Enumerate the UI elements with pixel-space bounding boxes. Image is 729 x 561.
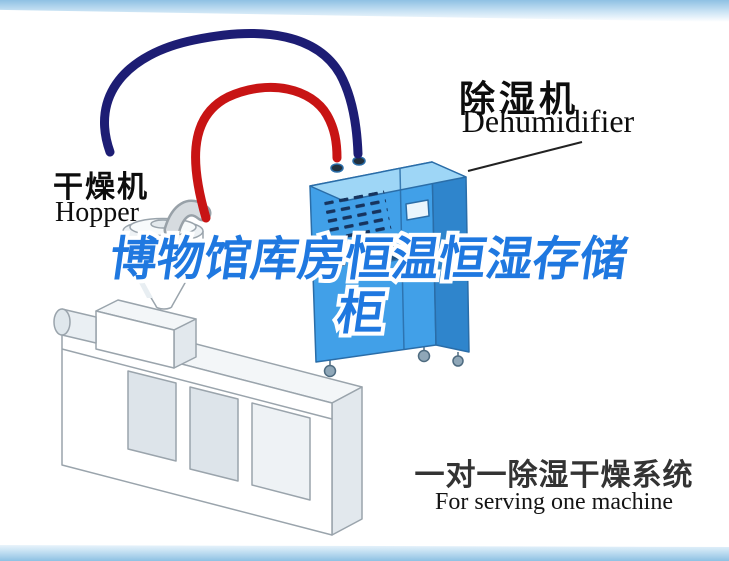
red-hose xyxy=(191,82,342,223)
wheel xyxy=(323,364,337,378)
hopper-cone xyxy=(122,250,204,310)
nameplate xyxy=(405,199,430,221)
main-title-line1: 博物馆库房恒温恒湿存储 博物馆库房恒温恒湿存储 xyxy=(38,228,700,289)
machine-panel xyxy=(251,402,311,501)
dehumidifier-pointer-line xyxy=(467,141,583,172)
system-caption-zh: 一对一除湿干燥系统 xyxy=(414,459,694,492)
hose-fitting xyxy=(330,163,344,173)
main-title-line2-text: 柜 xyxy=(334,285,389,339)
hopper-label-en: Hopper xyxy=(55,197,139,228)
dehumidifier-label-en: Dehumidifier xyxy=(461,103,635,139)
caster-wheels xyxy=(323,346,464,378)
wheel xyxy=(452,355,464,367)
main-title-line1-text: 博物馆库房恒温恒湿存储 xyxy=(106,232,632,285)
door-handle xyxy=(389,244,399,262)
dehumidifier-label-zh: 除湿机 xyxy=(458,78,579,119)
machine-panel xyxy=(189,386,239,482)
machine-body-side xyxy=(331,386,363,536)
dehumidifier-drawing xyxy=(309,156,470,378)
main-title: 博物馆库房恒温恒湿存储 博物馆库房恒温恒湿存储 柜 柜 xyxy=(30,228,700,343)
hopper-machine-drawing xyxy=(53,199,363,536)
machine-panel xyxy=(127,370,177,462)
navy-hose xyxy=(100,29,363,159)
cabinet-top xyxy=(309,161,467,202)
vent-grille xyxy=(324,190,398,271)
system-caption-en: For serving one machine xyxy=(435,489,673,515)
main-title-line2: 柜 柜 xyxy=(30,282,692,343)
wheel xyxy=(417,349,431,363)
hopper-label-zh: 干燥机 xyxy=(53,171,149,204)
door-seam xyxy=(399,168,405,351)
motor-end xyxy=(53,308,71,336)
